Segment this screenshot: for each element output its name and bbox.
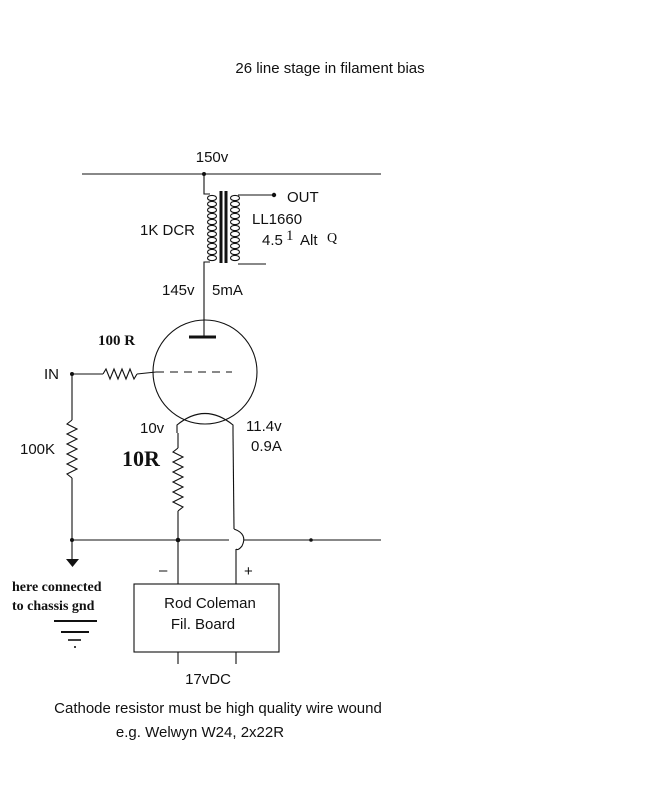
ground-arrow-icon — [66, 559, 79, 567]
output-terminal — [271, 192, 277, 198]
ground-note-line-2: to chassis gnd — [12, 599, 95, 614]
cathode-ground-junction — [175, 537, 181, 543]
filament-wire-hop — [233, 528, 245, 551]
primary-winding — [206, 194, 218, 262]
primary-bottom-lead — [203, 261, 210, 336]
cathode-resistor-label: 10R — [122, 446, 161, 471]
transformer-ratio-label: 4.5 1 Alt Q — [262, 228, 337, 249]
transformer-model-label: LL1660 — [252, 211, 302, 228]
board-line-1: Rod Coleman — [164, 595, 256, 612]
ground-note-line-1: here connected — [12, 580, 102, 595]
footer-line-2: e.g. Welwyn W24, 2x22R — [116, 724, 284, 741]
cathode-resistor — [171, 447, 185, 512]
grid-wire — [136, 371, 157, 375]
tube-filament — [176, 413, 234, 433]
input-label: IN — [44, 366, 59, 383]
secondary-winding — [229, 194, 241, 262]
filament-current-label: 0.9A — [251, 438, 282, 455]
primary-top-lead — [203, 174, 210, 195]
grid-leak-resistor — [65, 419, 79, 479]
plate-voltage-label: 145v — [162, 282, 195, 299]
config-prefix: Alt — [300, 232, 318, 249]
negative-polarity-label: – — [159, 562, 168, 579]
cathode-voltage-label: 10v — [140, 420, 165, 437]
triode-tube — [152, 319, 258, 433]
footer-line-1: Cathode resistor must be high quality wi… — [54, 700, 382, 717]
ratio-prefix: 4.5 — [262, 232, 283, 249]
chassis-ground-icon — [54, 620, 97, 648]
ground-rail-dot — [309, 538, 313, 542]
grid-stopper-resistor — [102, 367, 138, 381]
board-supply-label: 17vDC — [185, 671, 231, 688]
grid-leak-label: 100K — [20, 441, 55, 458]
filament-voltage-label: 11.4v — [246, 418, 282, 435]
diagram-title: 26 line stage in filament bias — [235, 60, 424, 77]
ratio-suffix: 1 — [286, 228, 294, 244]
filament-board-box — [133, 583, 280, 653]
output-label: OUT — [287, 189, 319, 206]
output-transformer — [203, 174, 277, 336]
plate-current-label: 5mA — [212, 282, 243, 299]
supply-voltage-label: 150v — [196, 149, 229, 166]
positive-polarity-label: + — [244, 563, 253, 580]
grid-resistor-label: 100 R — [98, 333, 135, 349]
config-suffix: Q — [327, 231, 337, 246]
board-line-2: Fil. Board — [171, 616, 235, 633]
transformer-dcr-label: 1K DCR — [140, 222, 195, 239]
filament-right-wire-upper — [232, 432, 235, 530]
